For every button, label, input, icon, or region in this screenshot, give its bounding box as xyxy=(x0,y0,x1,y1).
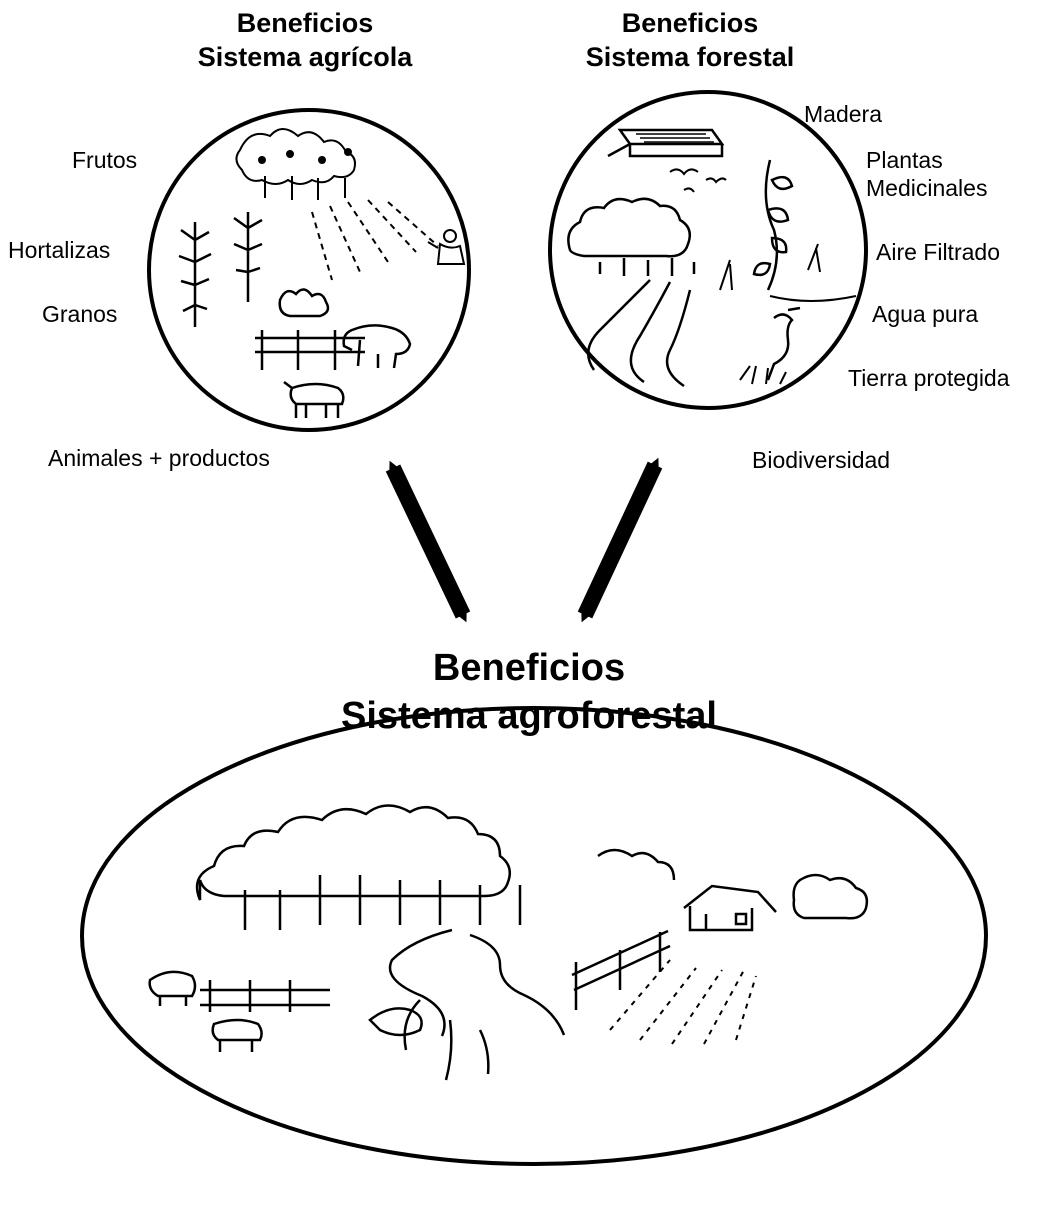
agroforestal-title: Beneficios Sistema agroforestal xyxy=(229,644,829,740)
label-plantas-line2: Medicinales xyxy=(866,174,987,202)
label-hortalizas: Hortalizas xyxy=(8,236,110,264)
label-plantas: Plantas Medicinales xyxy=(866,146,987,202)
forestal-title-line1: Beneficios xyxy=(545,6,835,40)
agricola-title: Beneficios Sistema agrícola xyxy=(160,6,450,74)
label-animales: Animales + productos xyxy=(48,444,270,472)
label-tierra: Tierra protegida xyxy=(848,364,1010,392)
agricola-title-line2: Sistema agrícola xyxy=(160,40,450,74)
label-granos: Granos xyxy=(42,300,117,328)
arrow-forestal xyxy=(585,465,655,615)
agroforestal-title-line2: Sistema agroforestal xyxy=(229,692,829,740)
label-biodiversidad: Biodiversidad xyxy=(752,446,890,474)
forestal-title: Beneficios Sistema forestal xyxy=(545,6,835,74)
forestal-circle xyxy=(550,92,866,408)
label-plantas-line1: Plantas xyxy=(866,146,987,174)
label-frutos: Frutos xyxy=(72,146,137,174)
label-madera: Madera xyxy=(804,100,882,128)
label-agua: Agua pura xyxy=(872,300,978,328)
label-aire: Aire Filtrado xyxy=(876,238,1000,266)
agricola-circle xyxy=(149,110,469,430)
agroforestal-title-line1: Beneficios xyxy=(229,644,829,692)
forestal-title-line2: Sistema forestal xyxy=(545,40,835,74)
arrow-agricola xyxy=(393,468,463,615)
agricola-title-line1: Beneficios xyxy=(160,6,450,40)
agroforestal-ellipse xyxy=(82,708,986,1164)
